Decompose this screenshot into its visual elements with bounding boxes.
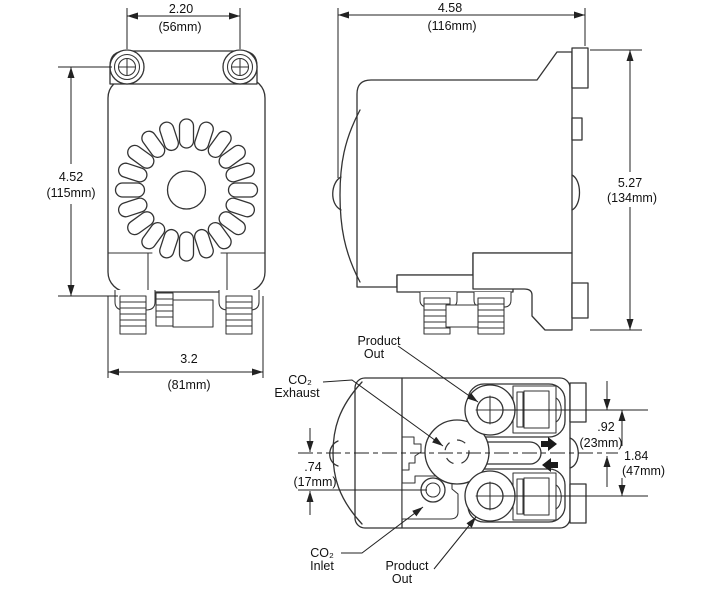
exhaust-valve-inner bbox=[444, 439, 470, 465]
bottom-slot bbox=[479, 441, 542, 465]
label-product-out-bottom-2: Out bbox=[392, 572, 413, 586]
front-junction-box bbox=[172, 299, 214, 328]
bottom-view: .92 (23mm) 1.84 (47mm) .74 (17mm) Produc… bbox=[274, 334, 665, 586]
dim-bottom-left-in: .74 bbox=[304, 460, 321, 474]
dim-bottom-inner-mm: (23mm) bbox=[579, 436, 622, 450]
label-co2-exhaust-1: CO₂ bbox=[288, 373, 312, 387]
dim-front-top-mm: (56mm) bbox=[158, 20, 201, 34]
label-product-out-top-2: Out bbox=[364, 347, 385, 361]
bottom-keyway bbox=[401, 436, 422, 471]
exhaust-valve-circle bbox=[424, 419, 490, 485]
flow-arrow-right-icon bbox=[541, 437, 557, 451]
dim-bottom-inner: .92 (23mm) bbox=[579, 381, 623, 487]
dim-front-left: 4.52 (115mm) bbox=[46, 66, 118, 297]
side-view: 4.58 (116mm) 5.27 (134mm) bbox=[332, 1, 657, 335]
front-rotor-vents bbox=[114, 118, 259, 262]
dim-bottom-outer-mm: (47mm) bbox=[622, 464, 665, 478]
dim-side-top-mm: (116mm) bbox=[427, 19, 476, 33]
dim-bottom-left-mm: (17mm) bbox=[293, 475, 336, 489]
side-dome-profile bbox=[339, 109, 361, 283]
dim-bottom-left: .74 (17mm) bbox=[293, 428, 337, 515]
side-small-tab bbox=[571, 117, 583, 141]
front-base-band bbox=[107, 252, 266, 292]
front-view: 2.20 (56mm) 4.52 (115mm) 3.2 (81mm) bbox=[46, 2, 266, 392]
callouts: Product Out CO₂ Exhaust CO₂ Inlet Produc… bbox=[274, 334, 479, 586]
dim-bottom-inner-in: .92 bbox=[597, 420, 614, 434]
side-body bbox=[356, 51, 573, 288]
dim-front-left-in: 4.52 bbox=[59, 170, 83, 184]
side-foot-tab bbox=[571, 282, 589, 319]
side-mounting-tab bbox=[571, 47, 589, 89]
dim-front-bottom-in: 3.2 bbox=[180, 352, 197, 366]
side-bracket bbox=[472, 252, 573, 331]
dim-front-bottom-mm: (81mm) bbox=[167, 378, 210, 392]
dim-side-right-mm: (134mm) bbox=[607, 191, 657, 205]
label-co2-exhaust-2: Exhaust bbox=[274, 386, 320, 400]
dim-side-right-in: 5.27 bbox=[618, 176, 642, 190]
dim-front-top: 2.20 (56mm) bbox=[126, 2, 241, 49]
front-left-ear bbox=[109, 49, 145, 85]
flow-arrow-left-icon bbox=[542, 458, 558, 472]
side-dome-nub bbox=[332, 176, 342, 211]
side-right-bump bbox=[571, 174, 581, 211]
side-fittings bbox=[419, 292, 512, 335]
dim-side-top-in: 4.58 bbox=[438, 1, 462, 15]
label-product-out-bottom-1: Product bbox=[385, 559, 429, 573]
dim-front-bottom: 3.2 (81mm) bbox=[107, 296, 264, 392]
dim-front-left-mm: (115mm) bbox=[46, 186, 95, 200]
label-co2-inlet-1: CO₂ bbox=[310, 546, 334, 560]
bottom-right-tab-bottom bbox=[569, 483, 587, 524]
dim-front-top-in: 2.20 bbox=[169, 2, 193, 16]
front-right-ear bbox=[222, 49, 258, 85]
label-co2-inlet-2: Inlet bbox=[310, 559, 334, 573]
dim-side-right: 5.27 (134mm) bbox=[590, 49, 657, 331]
dim-bottom-outer: 1.84 (47mm) bbox=[618, 410, 665, 496]
label-product-out-top-1: Product bbox=[357, 334, 401, 348]
bottom-right-tab-top bbox=[569, 382, 587, 423]
dim-bottom-outer-in: 1.84 bbox=[624, 449, 648, 463]
front-shaft-hole bbox=[166, 170, 207, 210]
front-fittings bbox=[114, 290, 260, 335]
dim-side-top: 4.58 (116mm) bbox=[337, 1, 586, 178]
